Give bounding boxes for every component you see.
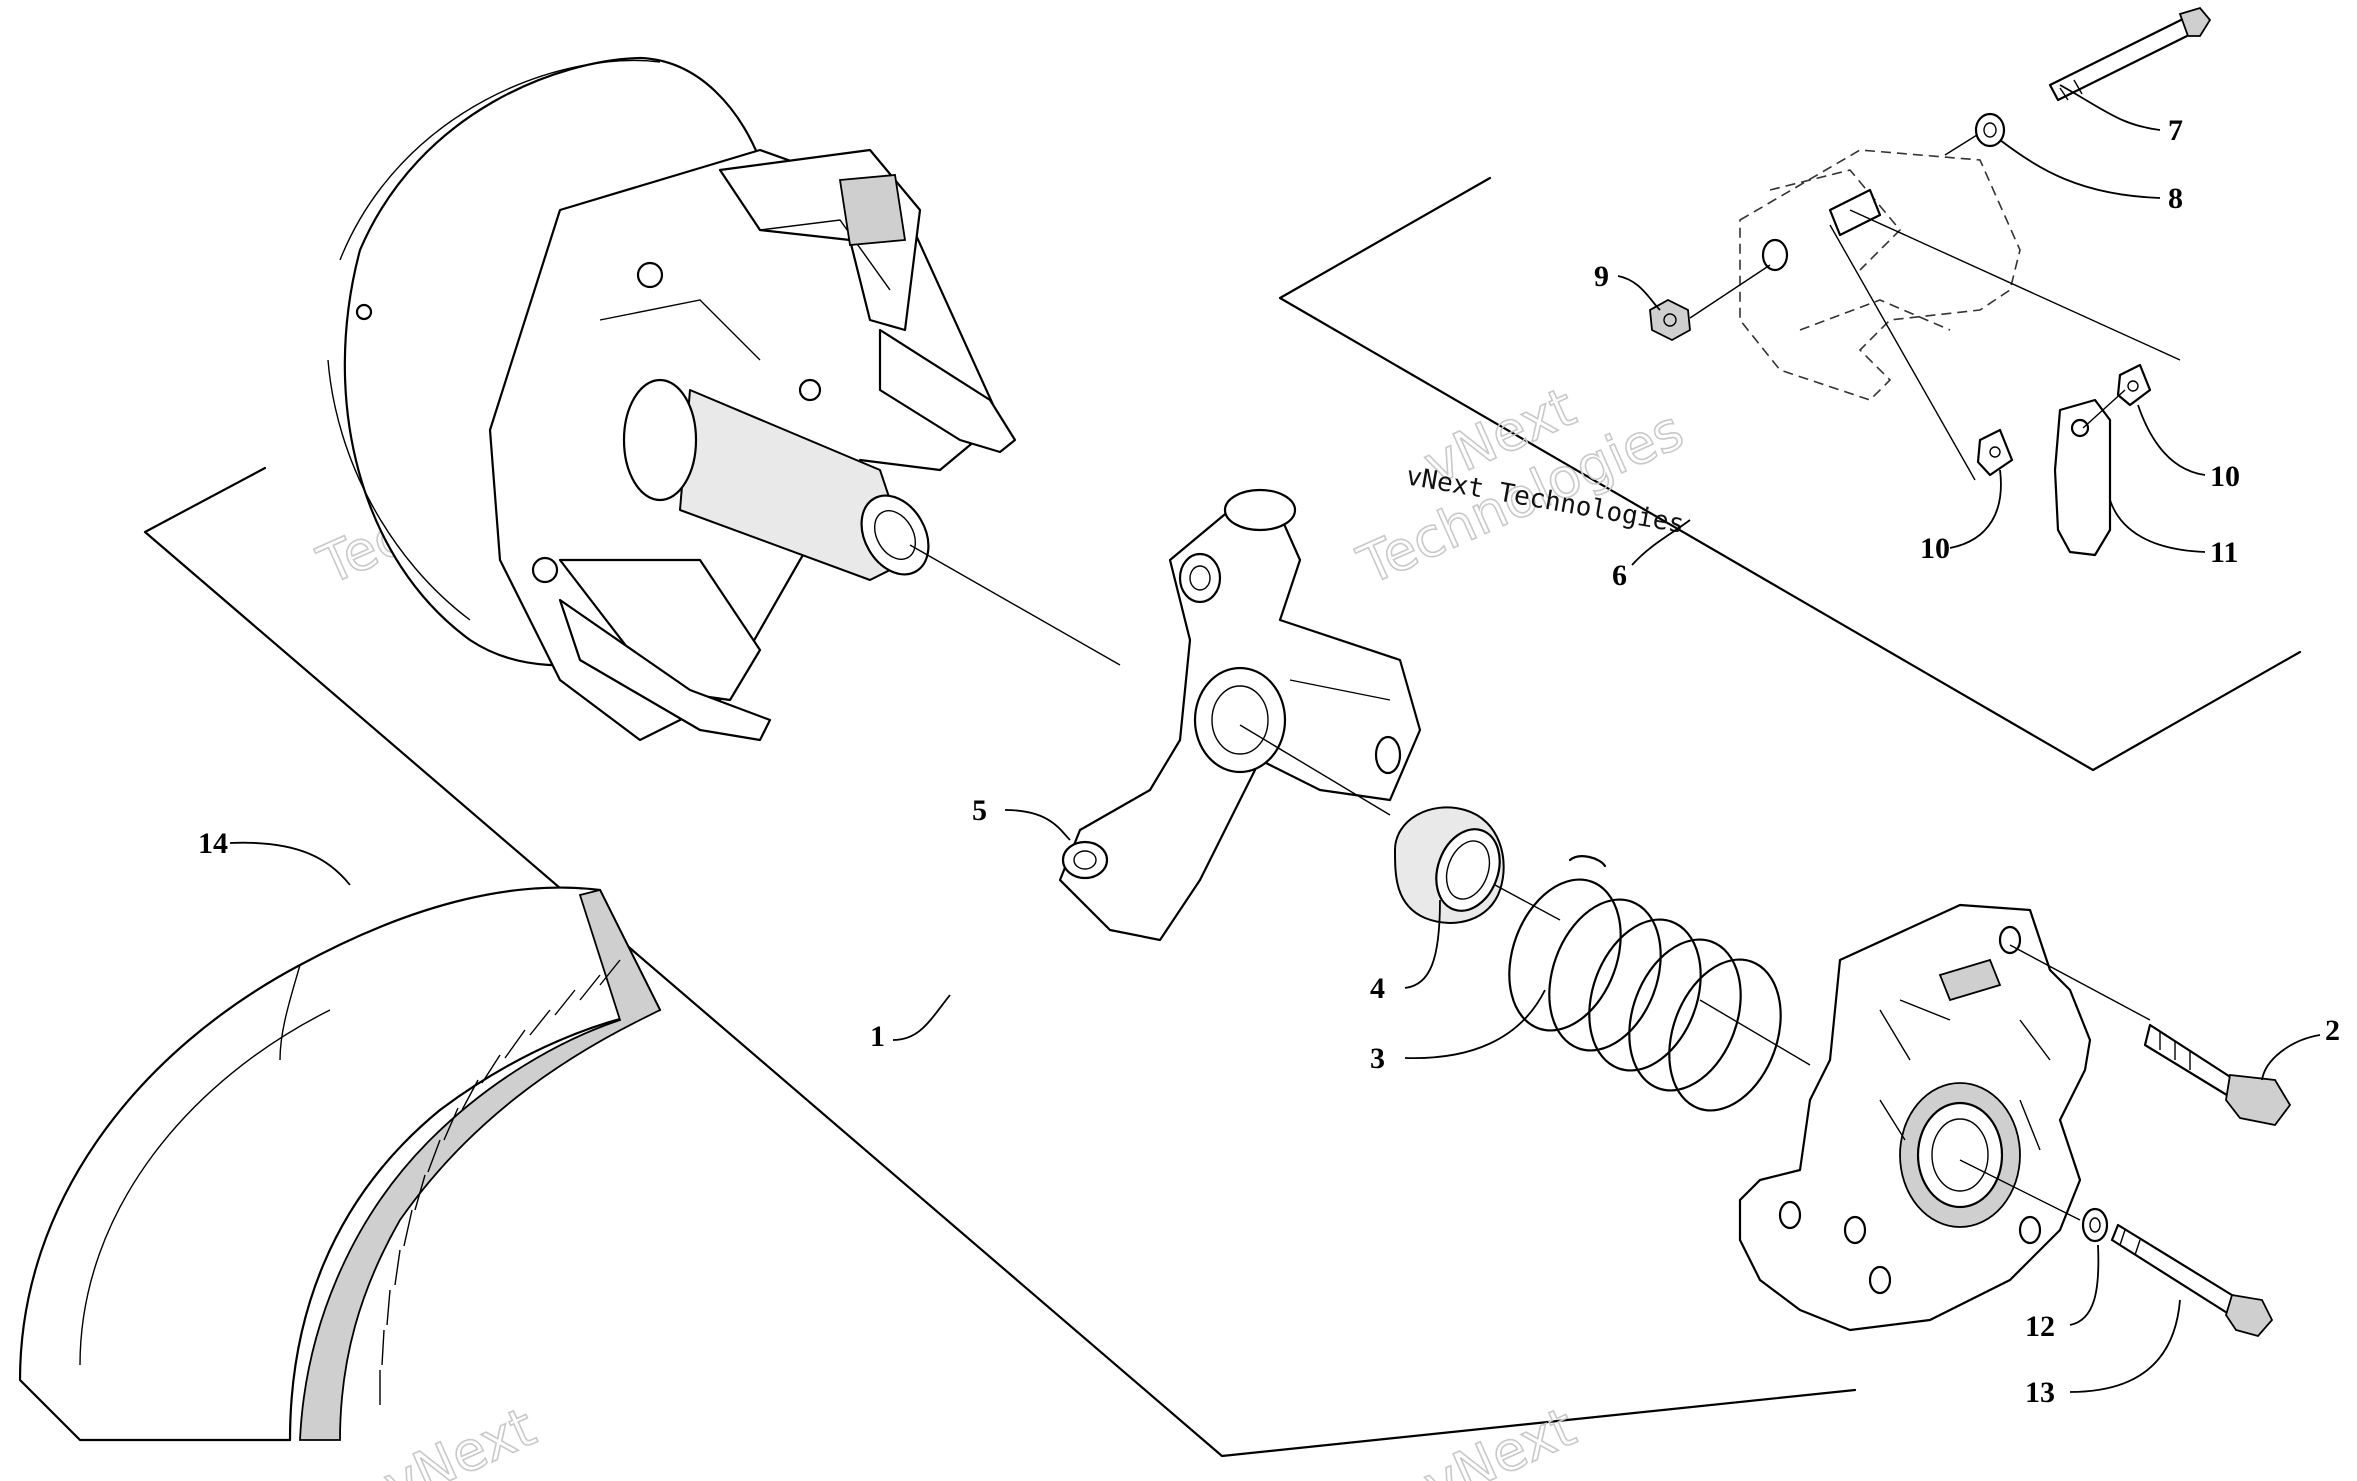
part-7-bolt bbox=[2048, 6, 2212, 102]
callout-2: 2 bbox=[2325, 1014, 2340, 1047]
callout-3: 3 bbox=[1370, 1042, 1385, 1075]
leader-lines bbox=[229, 84, 2321, 1393]
assembly-box-1 bbox=[143, 466, 1857, 1458]
part-2-bolt bbox=[2143, 1023, 2292, 1126]
part-13-bolt bbox=[2110, 1223, 2274, 1338]
svg-text:vNext: vNext bbox=[375, 1395, 545, 1481]
callout-11: 11 bbox=[2210, 536, 2238, 569]
callout-4: 4 bbox=[1370, 972, 1385, 1005]
callout-10-upper: 10 bbox=[2210, 460, 2240, 493]
part-6-inset bbox=[1739, 149, 2181, 481]
part-3-spring bbox=[1508, 855, 1782, 1112]
callout-5: 5 bbox=[972, 794, 987, 827]
callout-14: 14 bbox=[198, 827, 228, 860]
part-10-washer-upper bbox=[2116, 363, 2152, 407]
part-4-ring bbox=[1394, 806, 1505, 924]
part-14-belt bbox=[18, 886, 662, 1442]
part-10-washer-lower bbox=[1976, 428, 2014, 477]
cover-plate-part bbox=[1738, 903, 2092, 1332]
callout-9: 9 bbox=[1594, 260, 1609, 293]
part-8-washer bbox=[1974, 112, 2006, 148]
watermark-right: vNext Technologies vNext Technologies bbox=[1348, 374, 1693, 598]
svg-text:vNext: vNext bbox=[1415, 1395, 1585, 1481]
part-11-weight bbox=[2053, 398, 2112, 557]
callout-12: 12 bbox=[2025, 1310, 2055, 1343]
callout-10-lower: 10 bbox=[1920, 532, 1950, 565]
callout-7: 7 bbox=[2168, 114, 2183, 147]
assembly-box-6 bbox=[1278, 176, 2302, 772]
callout-8: 8 bbox=[2168, 182, 2183, 215]
callout-13: 13 bbox=[2025, 1376, 2055, 1409]
clutch-sheave-part bbox=[327, 56, 1017, 742]
part-12-washer bbox=[2081, 1207, 2109, 1243]
callout-6: 6 bbox=[1612, 559, 1627, 592]
callout-labels: 1 2 3 4 5 6 7 8 9 10 10 11 12 13 14 bbox=[198, 114, 2340, 1409]
callout-1: 1 bbox=[870, 1020, 885, 1053]
